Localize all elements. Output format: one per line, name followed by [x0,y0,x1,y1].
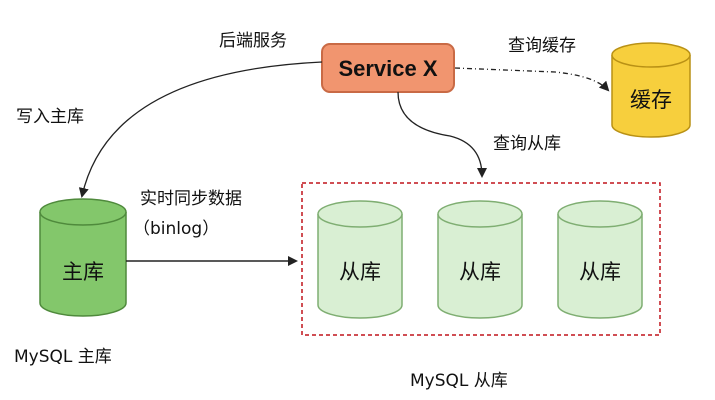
service-node: Service X [321,43,455,93]
write-master-arrow [78,61,323,198]
read-replica-arrow [397,91,487,178]
replica-cylinder: 从库 [317,200,403,319]
cache-edge-label: 查询缓存 [508,36,576,56]
replica-edge-label: 查询从库 [493,134,561,154]
service-label: Service X [338,56,437,81]
cache-cylinder: 缓存 [611,42,691,138]
replica-label: 从库 [459,260,501,284]
sync-label-line2: （binlog） [133,219,219,239]
master-cylinder: 主库 [39,198,127,317]
cache-label: 缓存 [630,88,672,112]
cache-query-arrow [454,67,610,92]
replica-cylinder: 从库 [437,200,523,319]
service-caption: 后端服务 [219,31,287,51]
master-label: 主库 [62,260,104,284]
replica-group-border [301,182,661,336]
master-edge-label: 写入主库 [16,107,84,127]
replica-label: 从库 [339,260,381,284]
service-box [321,43,455,93]
replica-cylinder: 从库 [557,200,643,319]
replica-label: 从库 [579,260,621,284]
sync-label-line1: 实时同步数据 [140,189,242,209]
master-caption: MySQL 主库 [14,347,112,367]
replica-caption: MySQL 从库 [410,371,508,391]
